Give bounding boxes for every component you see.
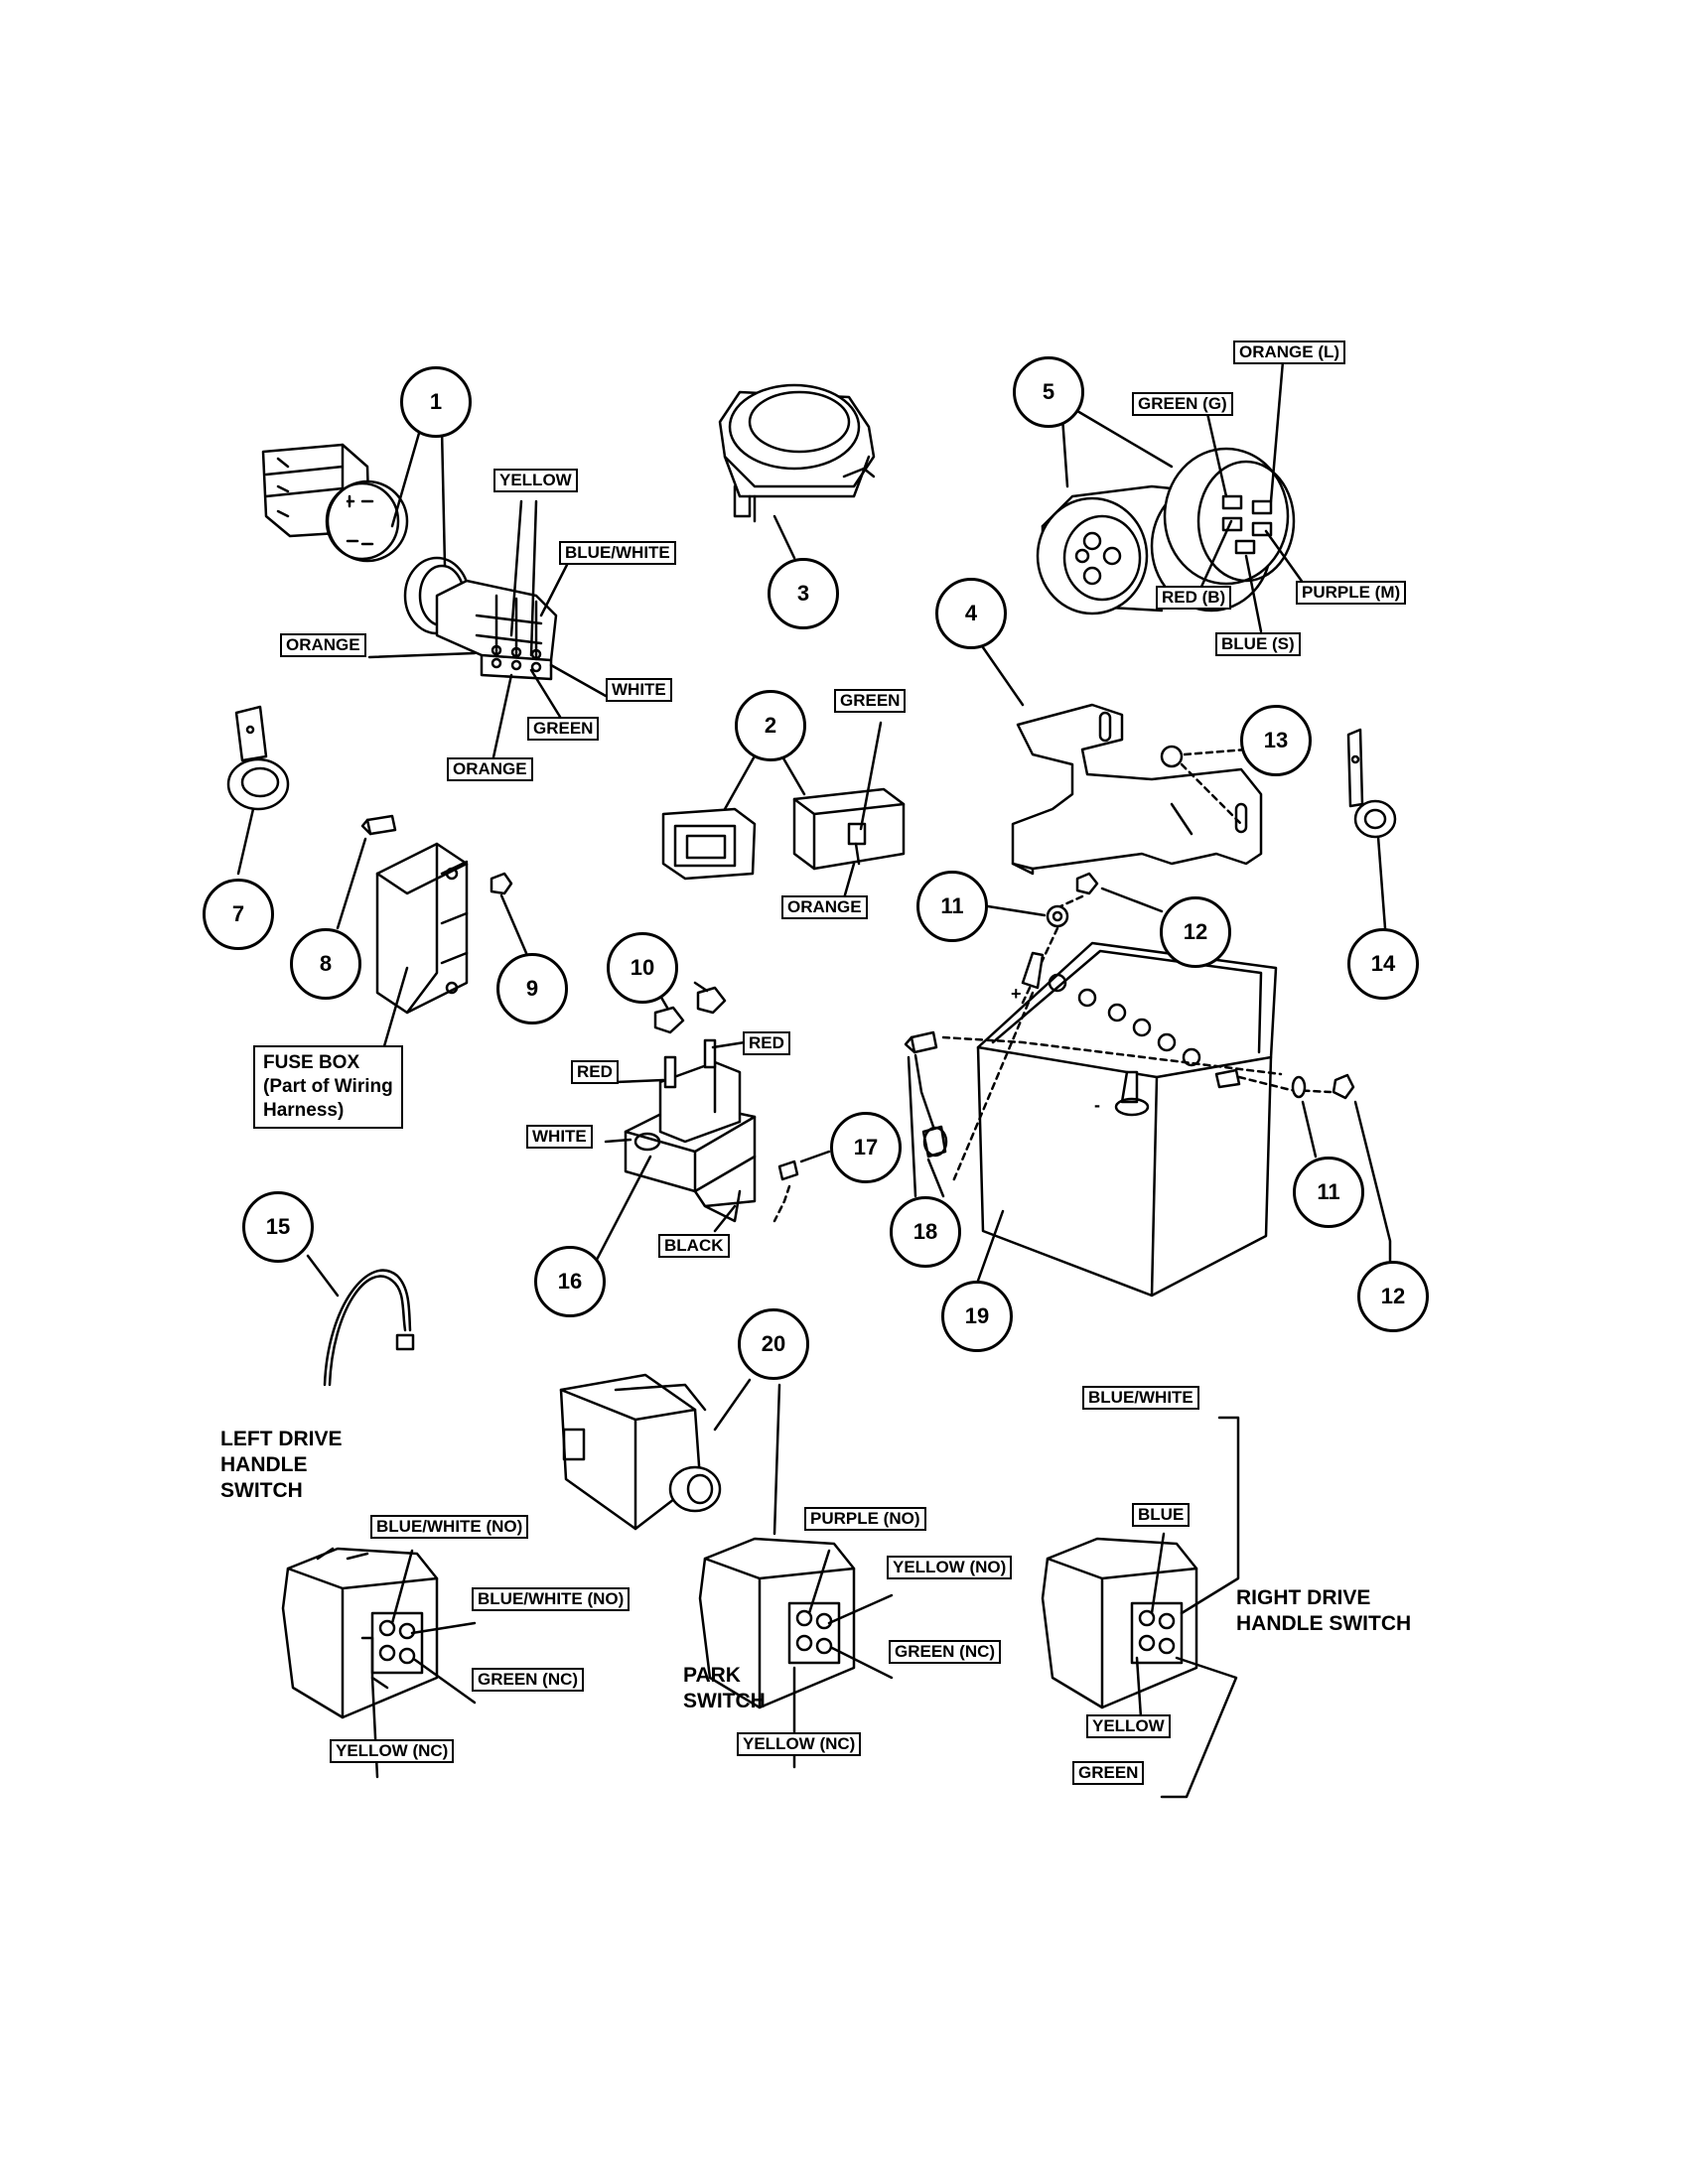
wire-label-orange-a: ORANGE [280,633,366,657]
wire-label-ld-green-nc: GREEN (NC) [472,1668,585,1692]
part-3-component [718,383,876,523]
callout-7: 7 [203,879,274,950]
part-10-nut-a [653,1006,685,1034]
part-5-connector-back [1163,447,1296,586]
part-8-screw [360,814,397,836]
park-label-line-2: SWITCH [683,1690,766,1712]
park-switch-label: PARK SWITCH [683,1663,766,1714]
part-10-nut-b [696,986,727,1015]
wire-label-pk-purple-no: PURPLE (NO) [804,1507,926,1531]
wire-label-green-g: GREEN (G) [1132,392,1233,416]
part-1-switch-body [403,556,558,681]
right-drive-handle-switch-label: RIGHT DRIVE HANDLE SWITCH [1236,1585,1411,1637]
wire-label-green-2: GREEN [834,689,907,713]
right-drive-switch [1041,1537,1198,1709]
callout-15: 15 [242,1191,314,1263]
part-1-switch-knob [261,443,409,563]
wire-label-red-b: RED (B) [1156,586,1232,610]
part-15-wire [323,1269,415,1387]
wire-label-white-16: WHITE [526,1125,593,1149]
wire-label-rd-blue-white: BLUE/WHITE [1082,1386,1199,1410]
fuse-box-note-line-1: FUSE BOX [263,1052,360,1073]
left-drive-label-line-1: LEFT DRIVE [220,1428,343,1450]
callout-12-top: 12 [1160,896,1231,968]
callout-20: 20 [738,1308,809,1380]
part-11-washer-top [1046,904,1069,928]
callout-5: 5 [1013,356,1084,428]
callout-13: 13 [1240,705,1312,776]
wire-label-purple-m: PURPLE (M) [1296,581,1407,605]
callout-3: 3 [768,558,839,629]
left-drive-switch [281,1547,439,1719]
callout-10: 10 [607,932,678,1004]
wire-label-red-16a: RED [571,1060,619,1084]
callout-2: 2 [735,690,806,761]
callout-4: 4 [935,578,1007,649]
wire-label-ld-yellow-nc: YELLOW (NC) [330,1739,455,1763]
part-14-clamp [1346,728,1397,839]
part-16-solenoid [624,1038,757,1223]
wire-label-orange-b: ORANGE [447,757,533,781]
fuse-box-note-line-3: Harness) [263,1100,345,1121]
wire-label-orange-2: ORANGE [781,895,868,919]
part-18-bolt [904,1030,948,1159]
part-12-nut-top [1075,872,1099,895]
wire-label-blue-s: BLUE (S) [1215,632,1301,656]
right-drive-label-line-2: HANDLE SWITCH [1236,1612,1412,1635]
right-drive-label-line-1: RIGHT DRIVE [1236,1586,1371,1609]
callout-11-right: 11 [1293,1157,1364,1228]
wire-label-rd-yellow: YELLOW [1086,1714,1171,1738]
callout-18: 18 [890,1196,961,1268]
callout-17: 17 [830,1112,902,1183]
wire-label-pk-yellow-no: YELLOW (NO) [887,1556,1013,1579]
callout-19: 19 [941,1281,1013,1352]
callout-11-top: 11 [916,871,988,942]
callout-8: 8 [290,928,361,1000]
callout-1: 1 [400,366,472,438]
part-2-switch [792,787,906,871]
wire-label-ld-blue-white-no-a: BLUE/WHITE (NO) [370,1515,529,1539]
fuse-box-note-line-2: (Part of Wiring [263,1076,393,1097]
part-2-bezel [661,807,757,881]
wire-label-pk-yellow-nc: YELLOW (NC) [737,1732,862,1756]
part-12-nut-right [1332,1073,1355,1100]
wire-label-green: GREEN [527,717,600,741]
callout-9: 9 [496,953,568,1024]
wire-label-black-16: BLACK [658,1234,730,1258]
fuse-box-note: FUSE BOX (Part of Wiring Harness) [253,1045,403,1129]
battery-minus-mark: - [1094,1095,1100,1115]
wire-label-blue-white: BLUE/WHITE [559,541,676,565]
wire-label-pk-green-nc: GREEN (NC) [889,1640,1002,1664]
wire-label-ld-blue-white-no-b: BLUE/WHITE (NO) [472,1587,631,1611]
wire-label-red-16b: RED [743,1031,790,1055]
fuse-box [375,842,469,1015]
part-17-screw [777,1160,799,1181]
park-label-line-1: PARK [683,1664,741,1687]
part-13-nut [1160,745,1184,768]
part-19-battery [976,941,1278,1297]
wire-label-yellow: YELLOW [493,469,578,492]
part-20-switch [559,1373,722,1531]
callout-16: 16 [534,1246,606,1317]
left-drive-label-line-3: SWITCH [220,1479,303,1502]
part-7-clamp [226,705,290,811]
callout-14: 14 [1347,928,1419,1000]
part-9-nut [490,872,513,895]
wire-label-orange-l: ORANGE (L) [1233,341,1346,364]
battery-plus-mark: + [1011,984,1022,1004]
callout-12-right: 12 [1357,1261,1429,1332]
wire-label-rd-blue: BLUE [1132,1503,1191,1527]
part-11-washer-right [1291,1075,1307,1099]
left-drive-label-line-2: HANDLE [220,1453,308,1476]
wire-label-white: WHITE [606,678,672,702]
part-4-bracket [1011,703,1263,876]
left-drive-handle-switch-label: LEFT DRIVE HANDLE SWITCH [220,1427,343,1504]
wire-label-rd-green: GREEN [1072,1761,1145,1785]
